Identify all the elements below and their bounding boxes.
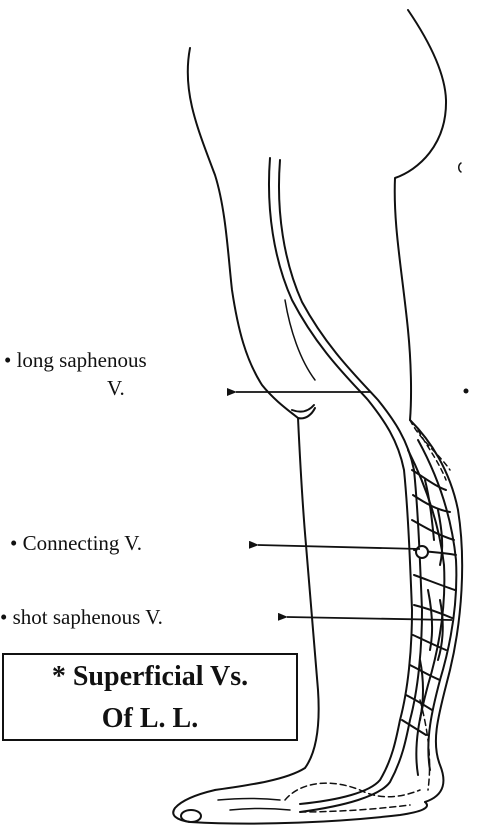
short-saphenous-label: • shot saphenous V. [0, 607, 163, 628]
title-line-2: Of L. L. [4, 705, 296, 733]
title-box: * Superficial Vs. Of L. L. [2, 653, 298, 741]
arrow-connecting [258, 545, 420, 549]
connecting-veins [402, 470, 456, 735]
connecting-vein-label: • Connecting V. [10, 533, 142, 554]
title-line-1: * Superficial Vs. [4, 663, 296, 691]
long-saphenous-label-continued: V. [107, 378, 125, 399]
connecting-node [416, 546, 428, 558]
big-toe [181, 810, 201, 822]
thigh-back-outline [395, 10, 446, 420]
thigh-front-outline [188, 48, 315, 418]
foot-outline [173, 790, 427, 824]
knee-crease [292, 405, 314, 412]
long-saphenous-label: • long saphenous [4, 350, 147, 371]
